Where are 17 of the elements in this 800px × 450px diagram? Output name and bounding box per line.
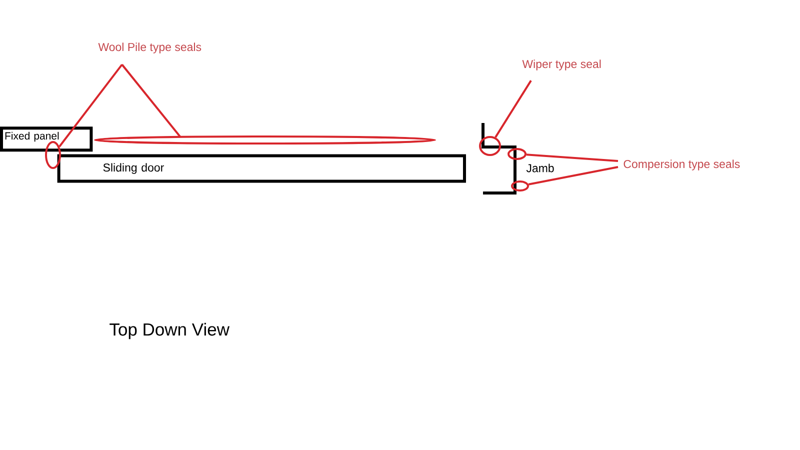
callout-label: Wiper type seal: [522, 60, 601, 70]
seal-ellipse: [45, 141, 61, 169]
leader-line: [526, 154, 618, 162]
leader-line: [528, 166, 618, 186]
part-label: Jamb: [526, 164, 554, 172]
callout-label: Wool Pile type seals: [98, 42, 202, 54]
door-box: Sliding door: [57, 154, 466, 183]
panel-box: Fixed panel: [0, 126, 93, 152]
seal-ellipse: [508, 148, 526, 160]
leader-line: [121, 64, 181, 138]
view-caption: Top Down View: [110, 322, 230, 340]
leader-line: [58, 64, 123, 148]
seal-ellipse: [511, 180, 529, 192]
seal-ellipse: [479, 136, 501, 156]
seal-strip: [94, 136, 436, 144]
callout-label: Compersion type seals: [624, 160, 740, 170]
leader-line: [494, 80, 532, 138]
